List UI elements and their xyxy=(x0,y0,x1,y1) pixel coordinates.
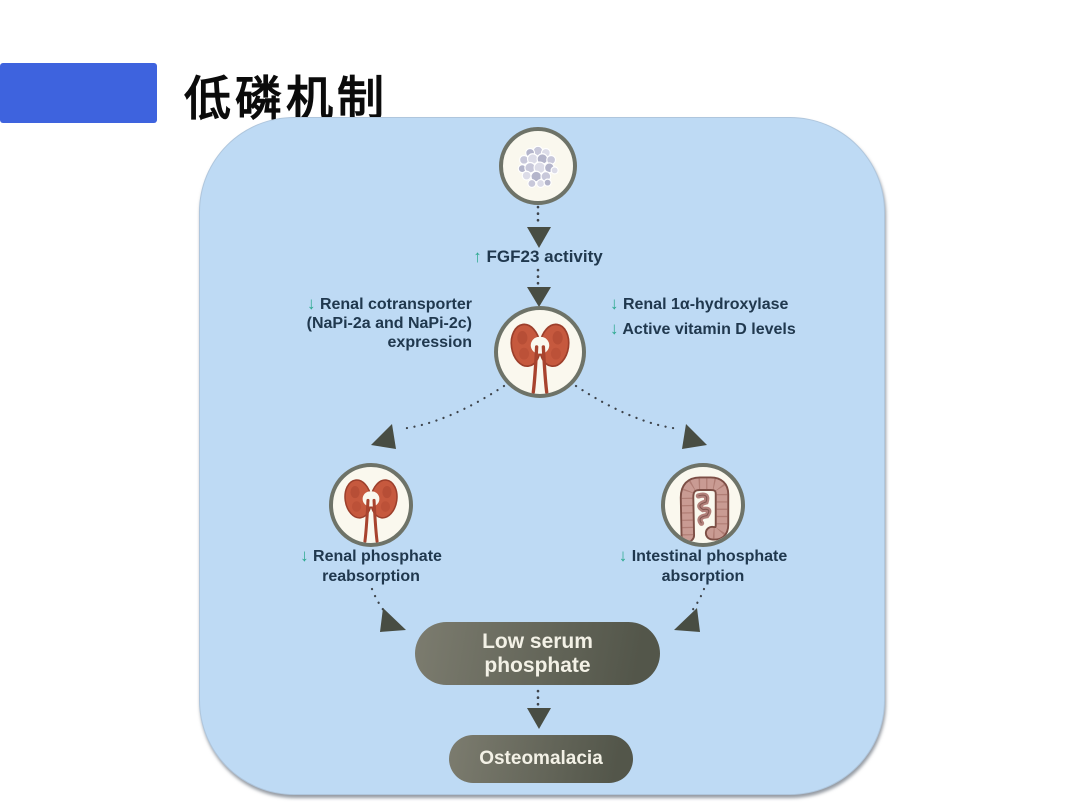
intestinal-phosphate-line1: Intestinal phosphate xyxy=(631,548,788,565)
accent-bar xyxy=(0,63,157,123)
up-arrow-icon: ↑ xyxy=(473,247,482,266)
tumor-cells-node xyxy=(499,127,577,205)
fgf23-text: FGF23 activity xyxy=(486,247,603,266)
low-serum-line2: phosphate xyxy=(484,653,591,677)
cotransporter-line1: Renal cotransporter xyxy=(319,296,472,313)
down-arrow-icon: ↓ xyxy=(300,546,309,565)
vitamin-d-text: Active vitamin D levels xyxy=(622,321,796,338)
renal-phosphate-line1: Renal phosphate xyxy=(313,548,442,565)
kidney-icon xyxy=(344,479,398,543)
down-arrow-icon: ↓ xyxy=(307,294,316,313)
hydroxylase-text: Renal 1α-hydroxylase xyxy=(622,296,789,313)
low-serum-line1: Low serum xyxy=(482,629,593,653)
renal-phosphate-line2: reabsorption xyxy=(322,568,420,585)
cotransporter-line3: expression xyxy=(387,334,472,351)
osteomalacia-text: Osteomalacia xyxy=(479,748,603,769)
down-arrow-icon: ↓ xyxy=(610,319,619,338)
renal-phosphate-label: ↓ Renal phosphate reabsorption xyxy=(266,546,476,587)
intestinal-phosphate-line2: absorption xyxy=(661,568,745,585)
low-serum-phosphate-box: Low serum phosphate xyxy=(415,622,660,685)
intestinal-phosphate-label: ↓ Intestinal phosphate absorption xyxy=(598,546,808,587)
osteomalacia-box: Osteomalacia xyxy=(449,735,633,783)
down-arrow-icon: ↓ xyxy=(618,546,628,565)
kidney-icon xyxy=(510,323,570,394)
intestine-icon xyxy=(679,476,730,543)
tumor-cells-icon xyxy=(517,145,559,189)
down-arrow-icon: ↓ xyxy=(610,294,619,313)
hydroxylase-vitamind-label: ↓ Renal 1α-hydroxylase ↓ Active vitamin … xyxy=(610,294,870,344)
kidney-node-left xyxy=(329,463,413,547)
renal-cotransporter-label: ↓ Renal cotransporter (NaPi-2a and NaPi-… xyxy=(240,294,472,352)
diagram-panel xyxy=(199,117,885,795)
cotransporter-line2: (NaPi-2a and NaPi-2c) xyxy=(306,315,472,332)
kidney-node-main xyxy=(494,306,586,398)
fgf23-label: ↑ FGF23 activity xyxy=(428,247,648,266)
intestine-node xyxy=(661,463,745,547)
